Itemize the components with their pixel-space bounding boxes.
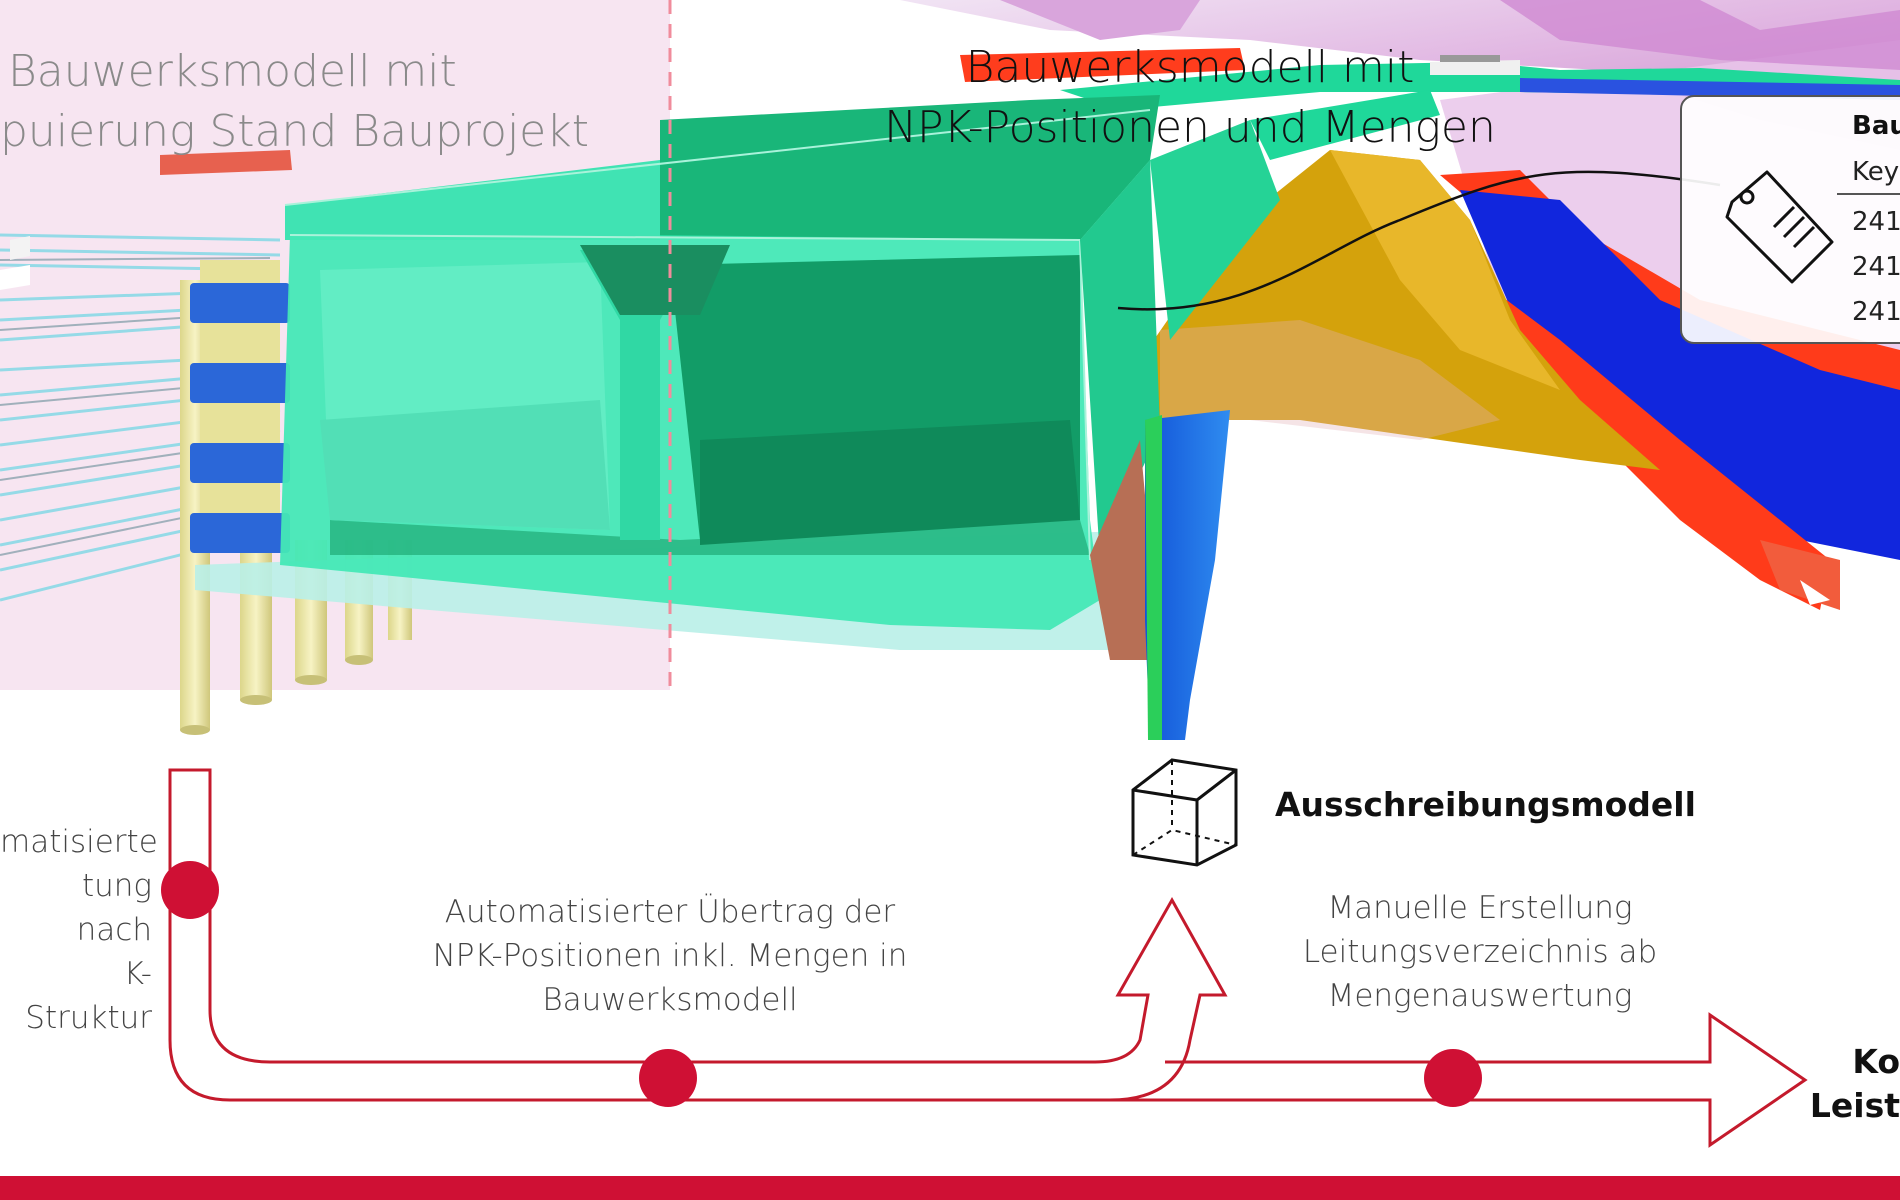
road-distant — [1060, 55, 1900, 110]
bridge-box-girder — [280, 90, 1440, 660]
right-title-line1: Bauwerksmodell mit — [965, 42, 1415, 93]
side-embankment — [1440, 170, 1900, 610]
step1-line1: matisierte — [0, 824, 158, 860]
step1-line2: tung nach — [76, 868, 152, 948]
process-flow-arrow — [168, 768, 1808, 1148]
step-marker-1 — [161, 861, 219, 919]
right-title-line2: NPK-Positionen und Mengen — [884, 102, 1496, 153]
property-row: 241_ — [1852, 207, 1900, 237]
end-label-line1: Ko — [1852, 1042, 1900, 1081]
right-title: Bauwerksmodell mit NPK-Positionen und Me… — [860, 38, 1520, 158]
cube-icon — [1131, 758, 1238, 867]
tender-model-label: Ausschreibungsmodell — [1275, 785, 1696, 824]
red-beam-left — [160, 150, 292, 175]
step-marker-2 — [639, 1049, 697, 1107]
property-divider — [1837, 193, 1900, 195]
step3-line1: Manuelle Erstellung — [1327, 890, 1633, 926]
property-panel: Bau Key 241_ 241_ 241_ — [1680, 95, 1900, 344]
ochre-embankment — [1140, 150, 1660, 470]
left-title: Bauwerksmodell mit puierung Stand Baupro… — [0, 42, 589, 162]
left-title-line2: puierung Stand Bauprojekt — [0, 106, 589, 157]
step3-text: Manuelle Erstellung Leitungsverzeichnis … — [1270, 886, 1690, 1018]
property-row: 241_ — [1852, 297, 1900, 327]
red-beam-top — [960, 48, 1245, 82]
callout-line — [1117, 170, 1721, 311]
step2-line2: NPK-Positionen inkl. Mengen in — [432, 938, 908, 974]
property-key-header: Key — [1852, 157, 1900, 187]
blue-walers — [190, 283, 290, 553]
step3-line3: Mengenauswertung — [1327, 978, 1633, 1014]
end-label: Ko Leist — [1810, 1040, 1900, 1128]
step1-line3: K-Struktur — [25, 956, 152, 1036]
price-tag-icon — [1725, 170, 1834, 284]
step2-text: Automatisierter Übertrag der NPK-Positio… — [400, 890, 940, 1022]
left-title-line1: Bauwerksmodell mit — [8, 46, 457, 97]
step2-line3: Bauwerksmodell — [542, 982, 798, 1018]
step2-line1: Automatisierter Übertrag der — [444, 894, 896, 930]
end-label-line2: Leist — [1809, 1086, 1900, 1125]
step-marker-3 — [1424, 1049, 1482, 1107]
step3-line2: Leitungsverzeichnis ab — [1302, 934, 1658, 970]
bottom-accent-bar — [0, 1176, 1900, 1200]
ochre-shade — [1330, 150, 1560, 390]
step1-text: matisierte tung nach K-Struktur — [0, 820, 158, 1040]
blue-pier — [1145, 410, 1230, 740]
property-row: 241_ — [1852, 252, 1900, 282]
property-panel-header: Bau — [1852, 111, 1900, 141]
